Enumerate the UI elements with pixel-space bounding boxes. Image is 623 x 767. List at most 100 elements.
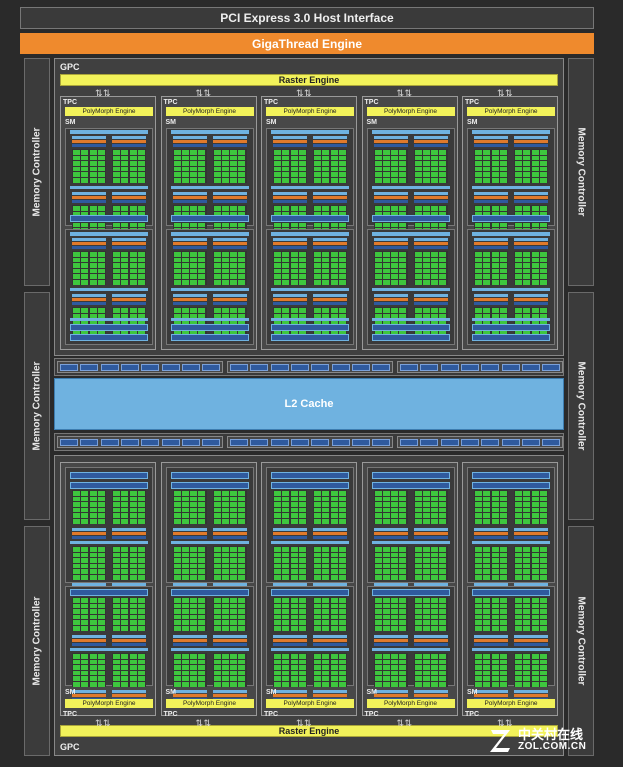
cuda-core (89, 547, 97, 552)
cuda-core (73, 670, 80, 676)
cuda-core (181, 330, 189, 335)
cuda-core (515, 222, 522, 228)
cuda-core (290, 166, 298, 172)
cuda-core-grid (474, 597, 508, 631)
cuda-core (213, 211, 221, 217)
cuda-core (213, 206, 221, 211)
register-file (474, 246, 508, 249)
cuda-core (431, 519, 439, 524)
cuda-core (137, 620, 145, 625)
sfu-unit (172, 196, 207, 199)
cuda-core (181, 676, 189, 681)
cuda-core (322, 496, 330, 502)
cuda-core (230, 206, 238, 211)
cuda-core (190, 274, 198, 279)
cuda-core (121, 313, 129, 319)
dispatch-unit (72, 635, 106, 638)
cuda-core (97, 330, 105, 335)
cuda-core (431, 161, 439, 166)
cuda-core (121, 268, 129, 274)
cuda-core (330, 670, 338, 676)
cuda-core-grid (212, 251, 247, 285)
cuda-core (81, 609, 89, 614)
cuda-core (314, 178, 321, 183)
cuda-core (181, 161, 189, 166)
cuda-core (338, 161, 346, 166)
cuda-core (97, 507, 105, 513)
cuda-core (173, 206, 181, 211)
cuda-core (515, 676, 522, 681)
memory-controller-left-3: Memory Controller (24, 526, 50, 756)
sm-label: SM (165, 119, 177, 126)
cuda-core (499, 609, 507, 614)
cuda-core (399, 598, 407, 603)
cuda-core (475, 280, 482, 285)
cuda-core (221, 614, 229, 620)
sm-label: SM (366, 689, 378, 696)
cuda-core (475, 676, 482, 681)
cuda-core (173, 507, 181, 513)
texture-units (472, 482, 550, 489)
cuda-core (515, 609, 522, 614)
cuda-core (414, 178, 422, 183)
cuda-core (322, 654, 330, 659)
cuda-core-grid (112, 251, 146, 285)
dispatch-unit (313, 635, 347, 638)
cuda-core (515, 603, 522, 609)
memory-bank (60, 439, 78, 446)
cuda-core (121, 614, 129, 620)
cuda-core (499, 252, 507, 257)
register-file (273, 536, 307, 539)
cuda-core (330, 222, 338, 228)
streaming-multiprocessor (470, 232, 552, 341)
cuda-core (439, 575, 447, 580)
cuda-core (539, 603, 547, 609)
cuda-core (89, 620, 97, 625)
cuda-core (181, 150, 189, 155)
cuda-core (190, 620, 198, 625)
load-store-units (70, 288, 148, 291)
cuda-core (531, 519, 539, 524)
load-store-units (371, 648, 450, 651)
cuda-core (73, 575, 80, 580)
cuda-core (539, 268, 547, 274)
cuda-core (290, 513, 298, 518)
cuda-core (137, 496, 145, 502)
sm-label: SM (366, 119, 378, 126)
cuda-core (475, 626, 482, 631)
cuda-core (322, 552, 330, 558)
streaming-multiprocessor (269, 597, 351, 701)
cuda-core (274, 161, 281, 166)
cuda-core (475, 547, 482, 552)
cuda-core (399, 252, 407, 257)
texture-units (472, 215, 550, 222)
cuda-core (97, 252, 105, 257)
cuda-core (539, 654, 547, 659)
cuda-core (399, 659, 407, 665)
cuda-core (431, 252, 439, 257)
cuda-core (539, 252, 547, 257)
cuda-core (230, 313, 238, 319)
cuda-core (89, 330, 97, 335)
cuda-core (173, 491, 181, 496)
cuda-core (422, 222, 430, 228)
cuda-core (539, 319, 547, 324)
cuda-core (483, 569, 491, 574)
cuda-core (414, 330, 422, 335)
cuda-core (314, 330, 321, 335)
texture-units (70, 589, 148, 596)
sfu-unit (212, 639, 247, 642)
cuda-core (73, 211, 80, 217)
cuda-core (539, 496, 547, 502)
cuda-core (382, 598, 390, 603)
cuda-core (338, 252, 346, 257)
cuda-core-grid (273, 546, 307, 580)
register-file (273, 200, 307, 203)
cuda-core (97, 598, 105, 603)
cuda-core (399, 558, 407, 563)
cuda-core (73, 313, 80, 319)
cuda-core (483, 502, 491, 507)
cuda-core (338, 659, 346, 665)
cuda-core (137, 670, 145, 676)
